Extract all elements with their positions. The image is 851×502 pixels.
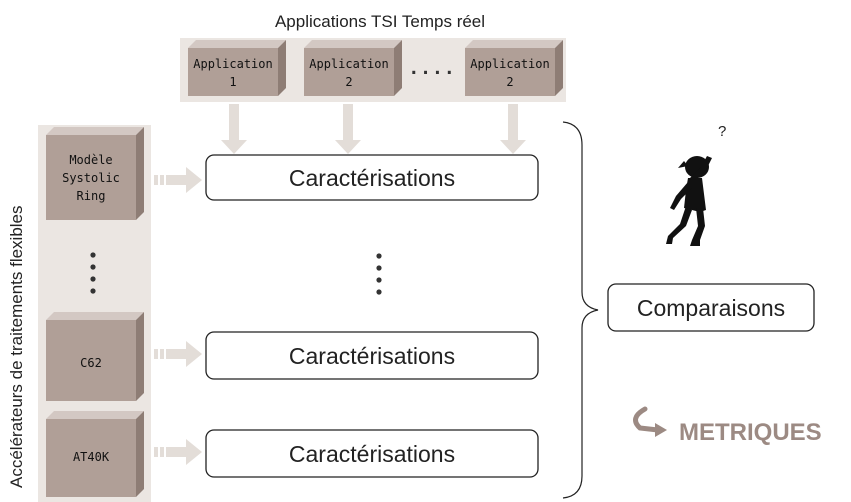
accelerator-right-arrows — [154, 167, 202, 465]
comparison-label: Comparaisons — [637, 295, 785, 321]
down-arrow-2 — [335, 104, 361, 154]
application-box-1-number: 1 — [229, 75, 236, 89]
diagram-title: Applications TSI Temps réel — [275, 12, 485, 31]
characterisation-label-1: Caractérisations — [289, 165, 455, 191]
characterisation-box-3: Caractérisations — [205, 429, 539, 478]
characterisation-box-1: Caractérisations — [205, 154, 539, 201]
accelerators-vertical-ellipsis — [90, 252, 96, 294]
metrics-label-group: METRIQUES — [633, 406, 822, 446]
down-arrow-3 — [500, 104, 526, 154]
application-box-3-title: Application — [470, 57, 549, 71]
accelerator-box-at40k: AT40K — [46, 411, 144, 497]
right-arrow-3 — [154, 439, 202, 465]
application-box-1-title: Application — [193, 57, 272, 71]
applications-ellipsis: .... — [408, 58, 455, 79]
comparison-box: Comparaisons — [607, 283, 815, 332]
accelerator-systolic-line3: Ring — [77, 189, 106, 203]
characterisation-vertical-ellipsis — [376, 253, 382, 295]
application-box-1: Application 1 — [188, 40, 286, 96]
characterisation-label-2: Caractérisations — [289, 343, 455, 369]
curved-arrow-icon — [633, 406, 661, 433]
question-mark: ? — [718, 123, 726, 140]
characterisation-label-3: Caractérisations — [289, 441, 455, 467]
app-down-arrows — [221, 104, 526, 154]
grouping-brace — [562, 121, 599, 499]
accelerator-systolic-line1: Modèle — [69, 153, 112, 167]
accelerator-c62-label: C62 — [80, 356, 102, 370]
characterisation-box-2: Caractérisations — [205, 331, 539, 380]
accelerator-systolic-line2: Systolic — [62, 171, 120, 185]
right-arrow-2 — [154, 341, 202, 367]
application-box-2-number: 2 — [345, 75, 352, 89]
accelerators-side-label: Accélérateurs de traitements flexibles — [7, 205, 26, 488]
application-box-2: Application 2 — [304, 40, 402, 96]
accelerator-box-c62: C62 — [46, 312, 144, 401]
thinking-person-icon: ? — [666, 123, 726, 246]
right-arrow-1 — [154, 167, 202, 193]
application-box-3: Application 2 — [465, 40, 563, 96]
down-arrow-1 — [221, 104, 247, 154]
accelerator-box-systolic: Modèle Systolic Ring — [46, 127, 144, 220]
accelerator-at40k-label: AT40K — [73, 450, 110, 464]
metrics-label: METRIQUES — [679, 419, 822, 446]
application-box-3-number: 2 — [506, 75, 513, 89]
application-box-2-title: Application — [309, 57, 388, 71]
